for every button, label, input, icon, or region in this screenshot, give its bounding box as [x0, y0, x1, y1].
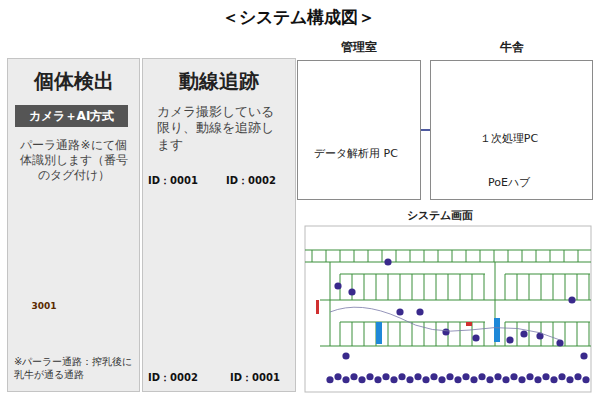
node-text: PoEハブ [467, 176, 551, 189]
body-text: パーラ通路※にて個体識別します（番号のタグ付け） [16, 138, 131, 183]
primary-pc: １次処理PC [435, 112, 583, 145]
diagram-title: ＜システム構成図＞ [0, 6, 596, 29]
footnote: ※パーラー通路：搾乳後に乳牛が通る通路 [14, 356, 134, 381]
method-badge: カメラ＋AI方式 [15, 105, 128, 127]
barn-box: 牛舎１次処理PCPoEハブ [430, 60, 593, 200]
id-label: ID：0002 [148, 372, 212, 385]
id-label: ID：0001 [148, 175, 212, 188]
node-text: １次処理PC [435, 132, 583, 145]
node-text: カメラ＋AI方式 [15, 105, 128, 127]
node-text: 管理室 [298, 40, 420, 54]
tag-number: 3001 [30, 301, 58, 312]
body-text: カメラ撮影している限り、動線を追跡します [157, 104, 283, 153]
node-text: 個体検出 [8, 59, 139, 93]
id-label: ID：0002 [226, 175, 290, 188]
screen-title: システム画面 [390, 209, 490, 223]
poe-hub: PoEハブ [467, 157, 551, 189]
node-text: 牛舎 [431, 40, 592, 54]
node-text: 動線追跡 [143, 59, 295, 93]
id-label: ID：0001 [230, 372, 294, 385]
panel: 個体検出カメラ＋AI方式 [7, 58, 140, 392]
node-text: データ解析用 PC [298, 143, 414, 164]
connector [421, 129, 430, 131]
pc-label: データ解析用 PC [298, 143, 414, 173]
room-box: 管理室データ解析用 PC [297, 60, 421, 200]
